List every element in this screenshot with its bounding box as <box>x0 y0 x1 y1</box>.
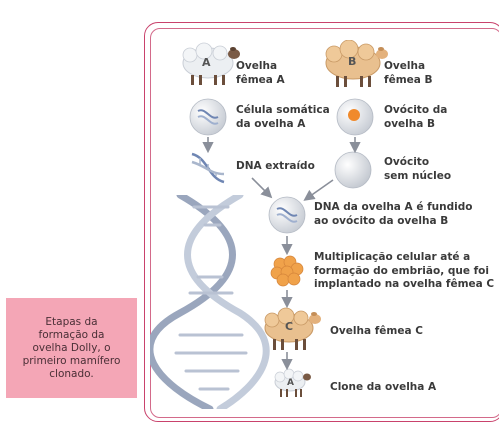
sheep-c-letter: C <box>285 320 294 333</box>
label-embryo: Multiplicação celular até a formação do … <box>314 251 495 290</box>
sheep-b-icon <box>325 40 388 87</box>
sheep-c-icon <box>264 307 321 350</box>
dna-helix-illustration <box>150 195 270 409</box>
caption-box: Etapas da formação da ovelha Dolly, o pr… <box>6 298 137 398</box>
somatic-cell-icon <box>189 98 227 136</box>
arrow-enucleated-to-fusion <box>303 179 334 201</box>
clone-sheep-letter: A <box>287 378 294 388</box>
label-fusion: DNA da ovelha A é fundido ao ovócito da … <box>314 201 473 227</box>
arrow-dna-to-fusion <box>251 177 273 199</box>
label-clone: Clone da ovelha A <box>330 381 437 393</box>
embryo-icon <box>270 255 304 287</box>
label-dna-extracted: DNA extraído <box>236 160 315 172</box>
sheep-b-letter: B <box>348 55 357 68</box>
flow-arrows <box>202 137 361 371</box>
label-somatic-cell: Célula somática da ovelha A <box>236 104 330 130</box>
clone-sheep-icon <box>274 368 311 397</box>
fused-cell-icon <box>268 196 306 234</box>
label-enucleated-oocyte: Ovócito sem núcleo <box>384 156 452 182</box>
sheep-a-icon <box>182 42 240 85</box>
diagram-stage: A Ovelha fêmea A B Ovelha fêmea B Célula… <box>6 22 499 422</box>
sheep-a-letter: A <box>202 56 211 69</box>
label-sheep-a: Ovelha fêmea A <box>236 60 285 86</box>
label-sheep-c: Ovelha fêmea C <box>330 325 423 337</box>
oocyte-icon <box>336 98 374 136</box>
label-sheep-b: Ovelha fêmea B <box>384 60 433 86</box>
dna-extracted-icon <box>191 152 225 184</box>
label-oocyte: Ovócito da ovelha B <box>384 104 448 130</box>
